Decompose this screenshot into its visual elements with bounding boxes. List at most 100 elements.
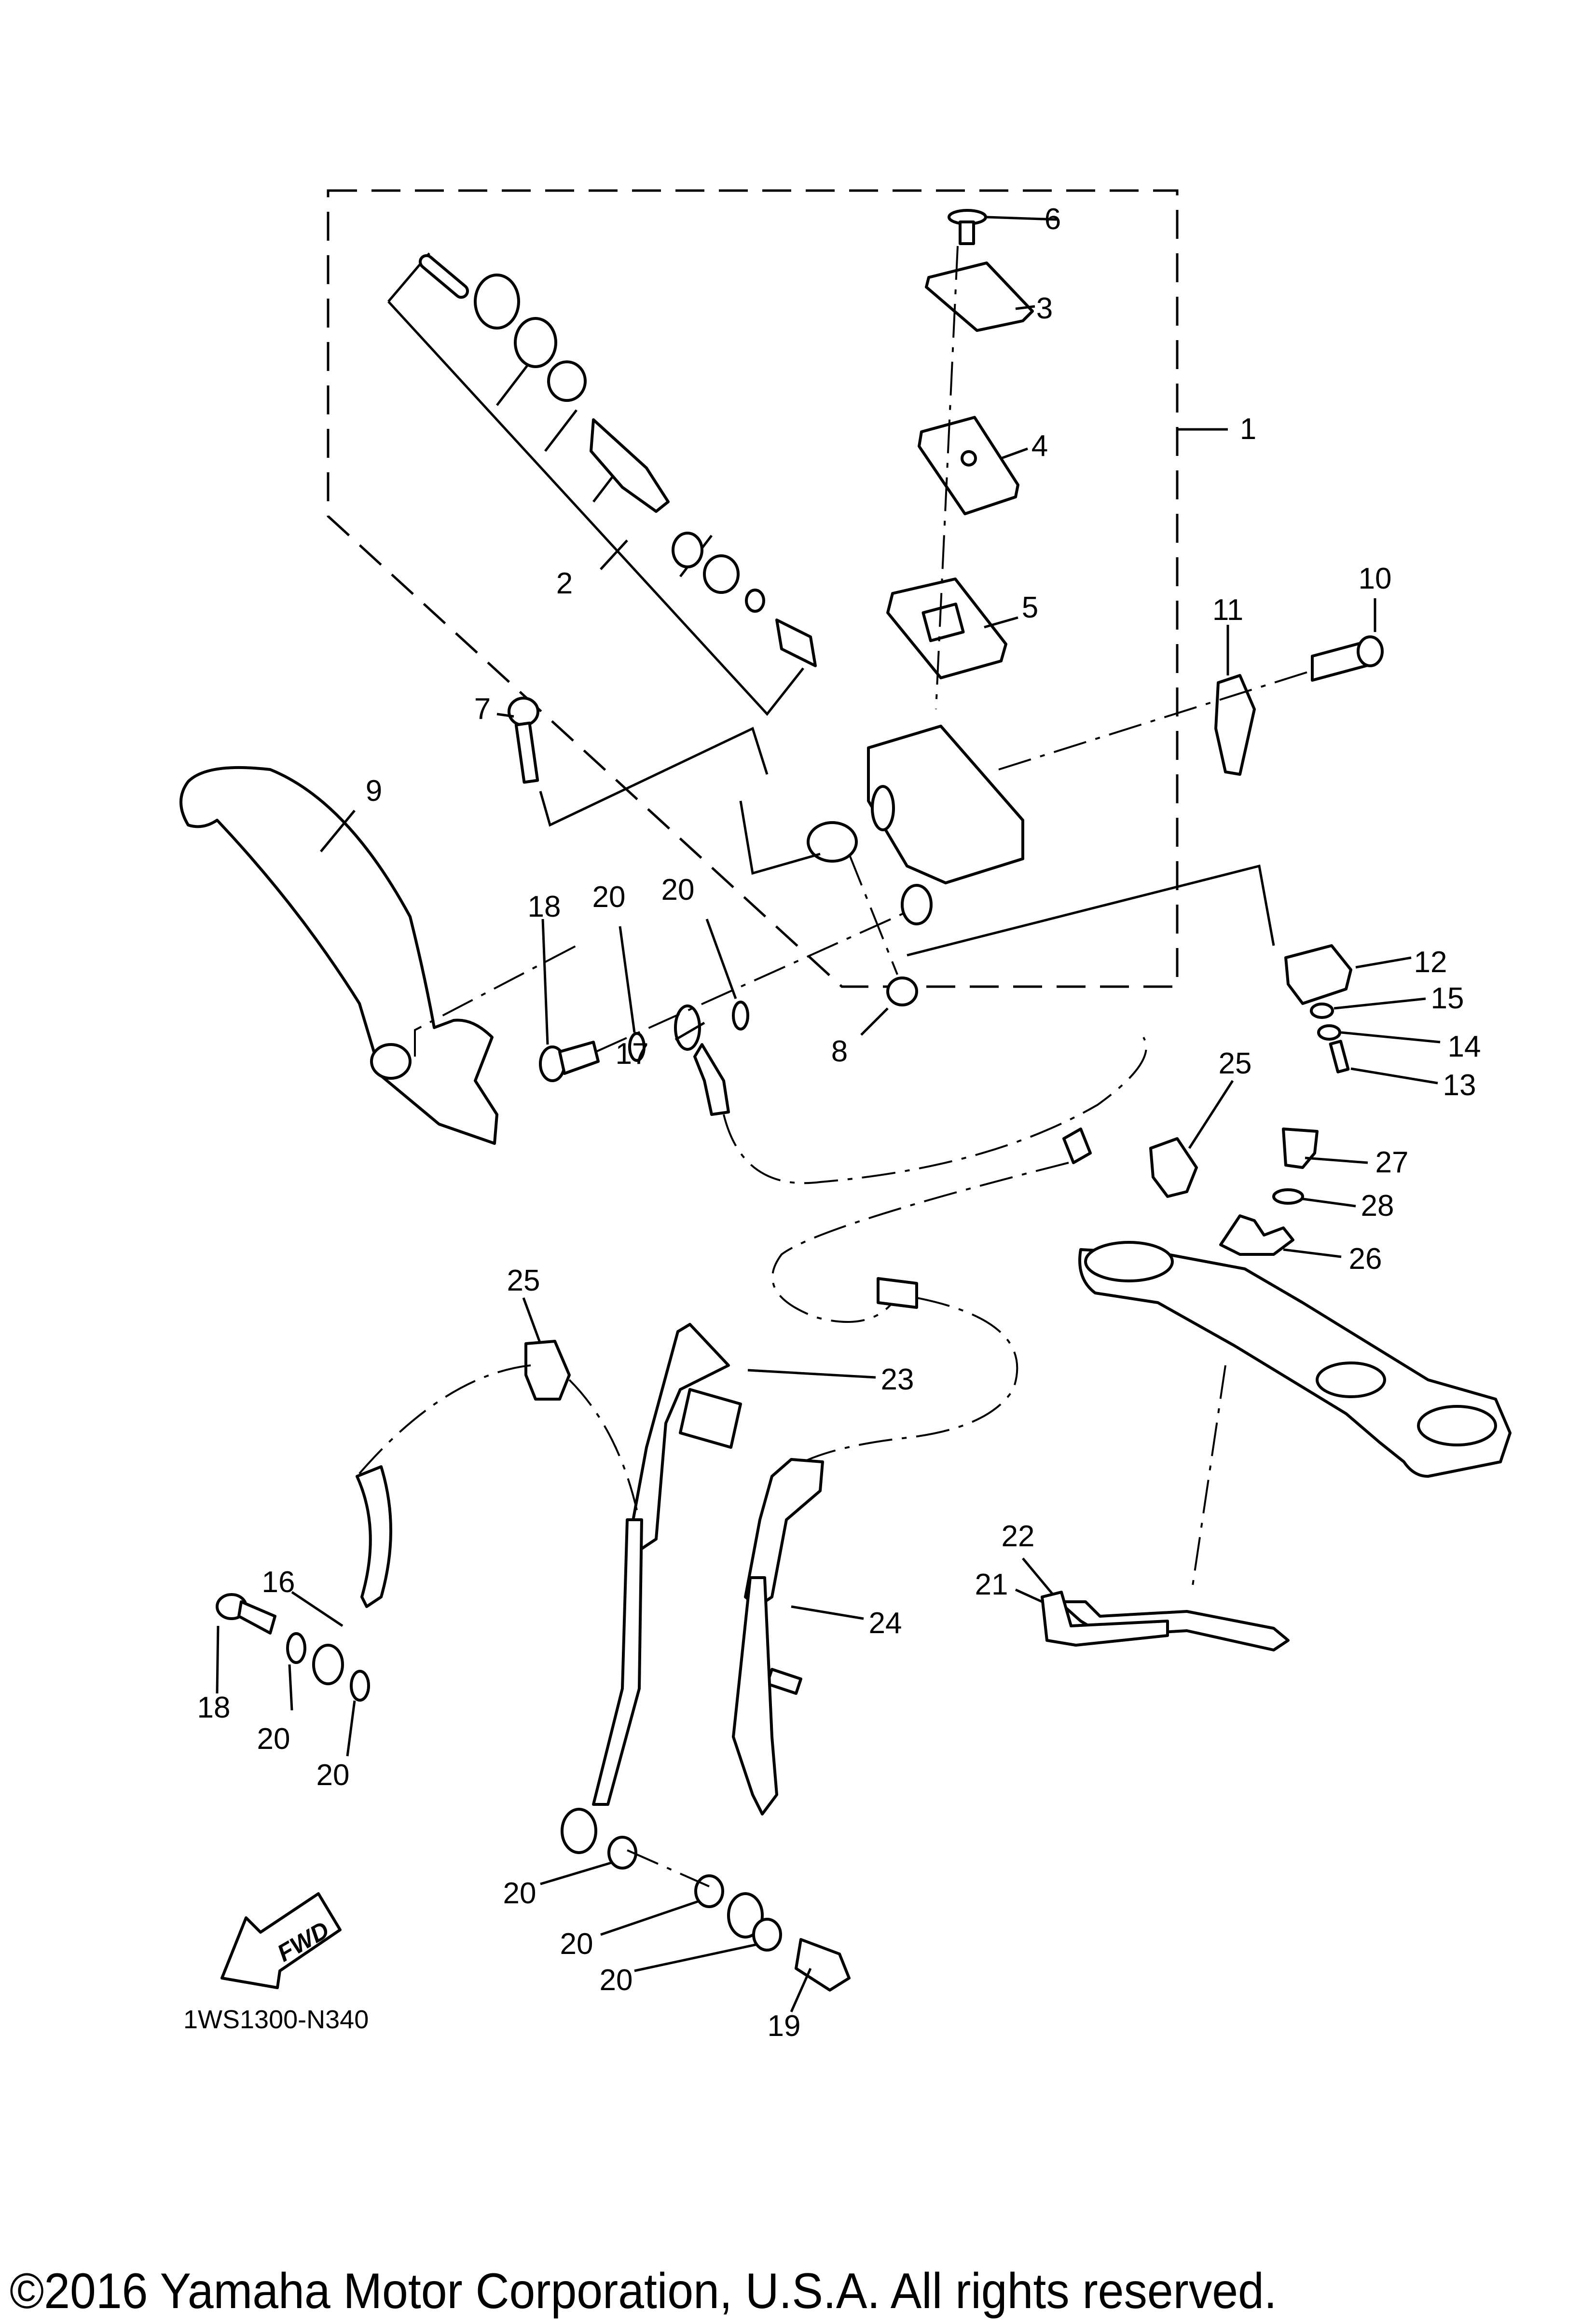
callout-10[interactable]: 10 [1358,562,1392,595]
callout-2[interactable]: 2 [556,567,573,600]
leader-5 [984,616,1018,629]
grommet-upper [1062,1128,1092,1164]
triple-clamp [1078,1248,1512,1478]
banjo-lower-left [561,1808,597,1854]
hose-lower [773,1297,1018,1506]
callout-20f[interactable]: 20 [560,1927,593,1961]
callout-24[interactable]: 24 [868,1607,902,1640]
callout-25a[interactable]: 25 [1218,1047,1252,1080]
callout-9[interactable]: 9 [365,774,383,808]
washer-15 [1310,1003,1334,1019]
banjo-lower-right [727,1892,764,1939]
leader-20e [540,1861,613,1885]
leader-12 [1355,956,1412,969]
gasket-20e [607,1836,637,1870]
kit-bracket [387,252,804,716]
callout-4[interactable]: 4 [1031,429,1048,463]
hose-16-upper [356,1364,531,1477]
hose-center [732,1576,778,1815]
callout-5[interactable]: 5 [1021,591,1039,624]
leader-6 [986,216,1057,221]
callout-25b[interactable]: 25 [507,1264,540,1297]
callout-20a[interactable]: 20 [592,880,626,914]
leader-9 [320,810,356,853]
callout-12[interactable]: 12 [1414,946,1447,979]
leader-3 [1015,305,1035,310]
leader-8 [860,1007,889,1036]
union-bolt-18b-shaft [237,1600,276,1635]
leader-20a [619,926,636,1033]
callout-26[interactable]: 26 [1348,1242,1382,1276]
dashdot-stay [1191,1365,1226,1593]
brake-switch [1284,944,1352,1005]
gasket-20c [286,1632,306,1664]
leader-28 [1302,1197,1356,1208]
leader-17 [674,1021,705,1041]
bolt-27 [1282,1128,1319,1169]
outlet-port [901,884,933,925]
stem-hole-left [1084,1241,1174,1282]
callout-19[interactable]: 19 [767,2009,801,2043]
copyright-notice: ©2016 Yamaha Motor Corporation, U.S.A. A… [10,2263,1277,2319]
callout-8[interactable]: 8 [831,1035,848,1068]
leader-13 [1350,1067,1438,1085]
hose-clamp-23 [679,1388,742,1449]
bracket-bolt [766,1668,802,1695]
callout-20d[interactable]: 20 [316,1759,350,1792]
lever-bolt-head [508,697,539,727]
bore [871,785,895,831]
cup-1 [547,360,587,402]
callout-17[interactable]: 17 [615,1037,649,1071]
callout-28[interactable]: 28 [1361,1189,1394,1223]
callout-27[interactable]: 27 [1375,1146,1409,1179]
callout-20e[interactable]: 20 [503,1877,536,1910]
bracket-bar [628,1323,730,1550]
callout-15[interactable]: 15 [1430,982,1464,1015]
diagram-code: 1WS1300-N340 [183,2005,369,2034]
brake-lever [179,766,498,1145]
callout-6[interactable]: 6 [1044,203,1061,236]
leader-25a [1188,1080,1234,1149]
lever-link-line-2 [739,800,821,875]
callout-16[interactable]: 16 [261,1566,295,1599]
callout-14[interactable]: 14 [1447,1030,1481,1063]
banjo-17 [674,1004,701,1051]
clamp-25-left [524,1340,571,1401]
fwd-arrow-icon: FWD [220,1892,342,1989]
callout-20g[interactable]: 20 [599,1964,633,1997]
callout-22[interactable]: 22 [1001,1520,1035,1553]
callout-1[interactable]: 1 [1239,413,1257,446]
callout-23[interactable]: 23 [880,1363,914,1396]
cap-screw-thread [959,220,975,245]
callout-11[interactable]: 11 [1212,593,1244,627]
washer-28 [1272,1188,1304,1205]
callout-20b[interactable]: 20 [661,873,695,907]
callout-20c[interactable]: 20 [257,1722,290,1756]
cup-2 [703,554,740,594]
boot [474,274,520,330]
stem-hole-right [1417,1405,1497,1446]
screw-13 [1329,1040,1350,1073]
leader-24 [791,1605,864,1620]
hose-right-upper [568,1379,638,1511]
dashdot-union [595,911,908,1053]
callout-13[interactable]: 13 [1443,1069,1476,1102]
leader-27 [1305,1156,1368,1164]
callout-21[interactable]: 21 [975,1568,1008,1601]
hose-right [592,1518,643,1806]
leader-19 [790,1967,812,2013]
callout-18b[interactable]: 18 [197,1691,231,1724]
callout-7[interactable]: 7 [474,692,491,726]
stem-hole-center [1316,1361,1386,1398]
circlip [514,317,557,368]
vent-holes [961,450,977,467]
callout-18a[interactable]: 18 [527,890,561,923]
gasket-20d [350,1670,370,1702]
hose-16 [356,1465,392,1608]
clamp-25-upper [1149,1137,1198,1198]
assembly-boundary [327,189,1179,988]
callout-3[interactable]: 3 [1036,292,1053,325]
nut-8 [886,976,918,1006]
leader-15 [1334,997,1426,1010]
gasket-20g [752,1918,782,1952]
